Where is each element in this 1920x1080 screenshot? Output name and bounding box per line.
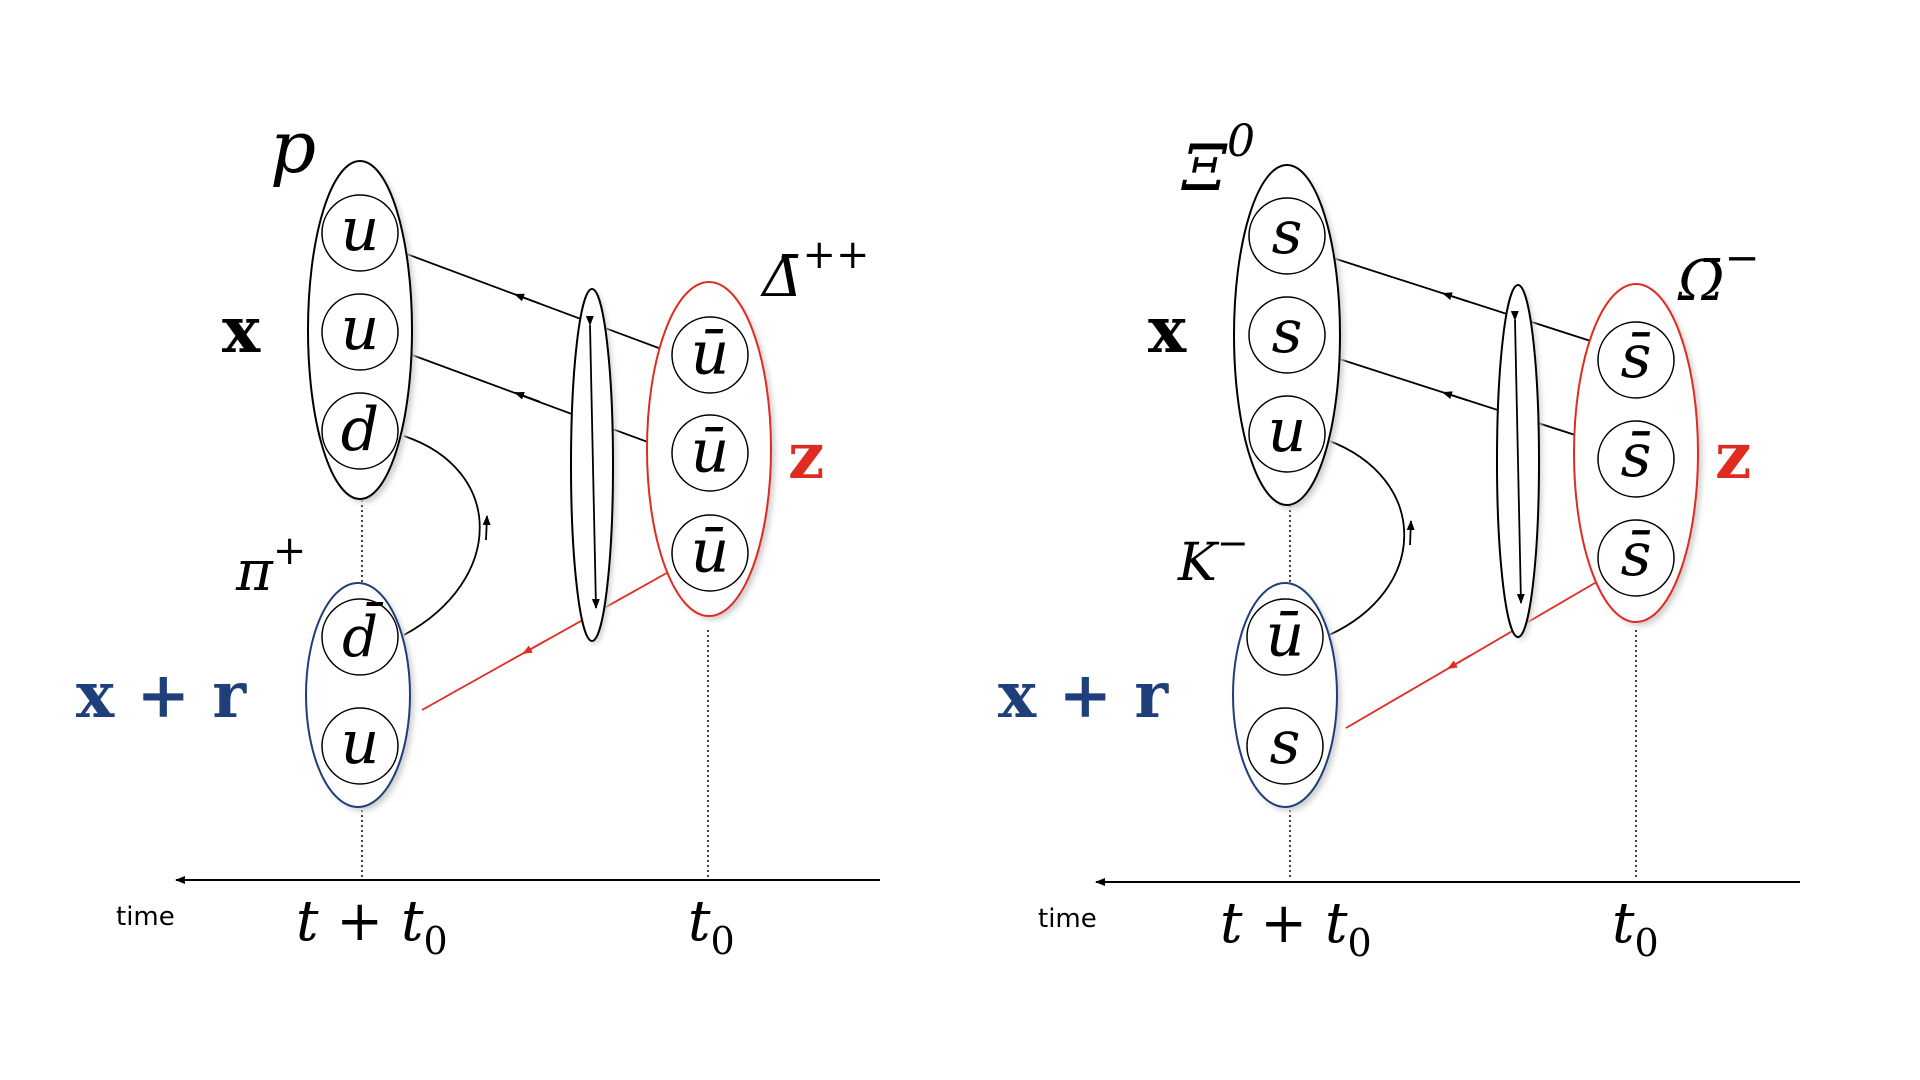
svg-text:s: s [1272, 198, 1303, 268]
curved-propagator [403, 435, 481, 636]
svg-text:ū: ū [691, 417, 730, 487]
meson-quark-1: ū [1246, 598, 1324, 676]
source-position-label: z [1715, 419, 1751, 494]
source-quark-1: s̄ [1597, 321, 1675, 399]
right-diagram: s s u ū s s̄ s̄ s̄ [998, 116, 1800, 965]
meson-position-label: x + r [76, 658, 247, 733]
source-quark-3: s̄ [1597, 519, 1675, 597]
baryon-position-label: x [1148, 293, 1187, 368]
meson-position-label: x + r [998, 658, 1169, 733]
tick-sink-time: t + t0 [1220, 891, 1372, 965]
svg-text:u: u [341, 294, 380, 364]
svg-text:u: u [1268, 396, 1307, 466]
curved-propagator-arrow [482, 515, 491, 541]
source-label: Ω̄− [1677, 233, 1760, 314]
baryon-position-label: x [222, 293, 261, 368]
svg-text:ū: ū [691, 517, 730, 587]
svg-text:s: s [1272, 297, 1303, 367]
tick-sink-time: t + t0 [296, 889, 448, 963]
propagator-arrow-1 [514, 293, 541, 305]
propagator-arrow-1 [1442, 292, 1469, 303]
meson-quark-2: s [1246, 707, 1324, 785]
curved-propagator-arrow [1406, 520, 1415, 546]
baryon-label: p [270, 105, 316, 189]
baryon-quark-3: d [321, 392, 399, 470]
svg-text:u: u [341, 195, 380, 265]
baryon-quark-3: u [1248, 395, 1326, 473]
baryon-quark-2: s [1248, 296, 1326, 374]
propagator-arrow-2 [514, 391, 541, 403]
source-quark-3: ū [671, 514, 749, 592]
source-quark-2: s̄ [1597, 420, 1675, 498]
svg-text:s̄: s̄ [1621, 421, 1652, 491]
baryon-label: Ξ0 [1181, 116, 1255, 206]
svg-text:d̄: d̄ [342, 601, 384, 670]
propagator-arrow-2 [1442, 391, 1469, 402]
left-diagram: u u d d̄ u ū ū ū [76, 105, 880, 963]
tick-source-time: t0 [688, 889, 735, 963]
svg-text:u: u [341, 708, 380, 778]
baryon-quark-1: u [321, 194, 399, 272]
propagator-arrow-red [522, 640, 546, 655]
source-quark-2: ū [671, 414, 749, 492]
double-arrow [585, 315, 600, 609]
time-axis-label: time [116, 902, 175, 932]
svg-text:s̄: s̄ [1621, 322, 1652, 392]
svg-text:d: d [341, 395, 379, 465]
propagator-arrow-red [1447, 654, 1471, 670]
tick-source-time: t0 [1612, 891, 1659, 965]
double-arrow [1510, 310, 1525, 604]
svg-text:ū: ū [691, 319, 730, 389]
time-axis-label: time [1038, 904, 1097, 934]
curved-propagator [1326, 439, 1405, 637]
svg-text:ū: ū [1266, 601, 1305, 671]
baryon-quark-1: s [1248, 197, 1326, 275]
svg-text:s: s [1270, 708, 1301, 778]
meson-quark-2: u [321, 707, 399, 785]
meson-label: K− [1177, 521, 1249, 593]
propagator-line-red [421, 569, 673, 711]
source-position-label: z [788, 419, 824, 494]
baryon-quark-2: u [321, 293, 399, 371]
meson-label: π+ [235, 528, 306, 604]
source-quark-1: ū [671, 316, 749, 394]
svg-text:s̄: s̄ [1621, 520, 1652, 590]
all-to-all-ellipse [570, 288, 614, 642]
propagator-line-red [1345, 579, 1601, 729]
meson-quark-1: d̄ [321, 598, 399, 676]
source-label: Δ̄++ [760, 232, 869, 310]
